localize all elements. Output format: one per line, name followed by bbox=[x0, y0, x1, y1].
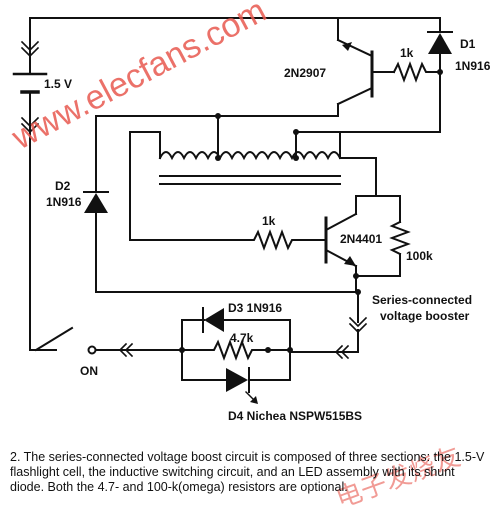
r2-resistor bbox=[129, 229, 327, 251]
switch bbox=[29, 326, 183, 358]
figure-caption: 2. The series-connected voltage boost ci… bbox=[10, 450, 485, 494]
left-rail-wire bbox=[20, 17, 441, 351]
junction-dot bbox=[293, 155, 299, 161]
q1-label: 2N2907 bbox=[284, 66, 326, 80]
junction-dot bbox=[353, 273, 359, 279]
d2-part: 1N916 bbox=[46, 195, 82, 209]
d3-label: D3 1N916 bbox=[228, 301, 282, 315]
junction-dot bbox=[265, 347, 271, 353]
transformer bbox=[158, 131, 342, 185]
d2-diode bbox=[83, 191, 359, 293]
led-assembly bbox=[181, 307, 291, 404]
junction-dot bbox=[287, 347, 293, 353]
d1-diode bbox=[427, 17, 453, 73]
booster-title-line2: voltage booster bbox=[380, 309, 470, 323]
junction-dot bbox=[179, 347, 185, 353]
d4-label: D4 Nichea NSPW515BS bbox=[228, 409, 362, 423]
r3-resistor bbox=[357, 195, 411, 277]
r2-label: 1k bbox=[262, 214, 276, 228]
junction-dot bbox=[215, 155, 221, 161]
d2-name: D2 bbox=[55, 179, 71, 193]
battery-label: 1.5 V bbox=[44, 77, 72, 91]
q2-label: 2N4401 bbox=[340, 232, 382, 246]
connector-chevron bbox=[334, 344, 344, 360]
r1-resistor bbox=[392, 61, 441, 83]
connector-chevron bbox=[340, 344, 350, 360]
r1-label: 1k bbox=[400, 46, 414, 60]
q2-transistor bbox=[324, 195, 401, 293]
output-wire bbox=[289, 291, 368, 353]
r3-label: 100k bbox=[406, 249, 433, 263]
battery-symbol bbox=[12, 72, 48, 94]
q1-transistor bbox=[336, 17, 395, 117]
d1-name: D1 bbox=[460, 37, 476, 51]
d1-part: 1N916 bbox=[455, 59, 491, 73]
switch-label: ON bbox=[80, 364, 98, 378]
r4-label: 4.7k bbox=[230, 331, 254, 345]
booster-title-line1: Series-connected bbox=[372, 293, 472, 307]
